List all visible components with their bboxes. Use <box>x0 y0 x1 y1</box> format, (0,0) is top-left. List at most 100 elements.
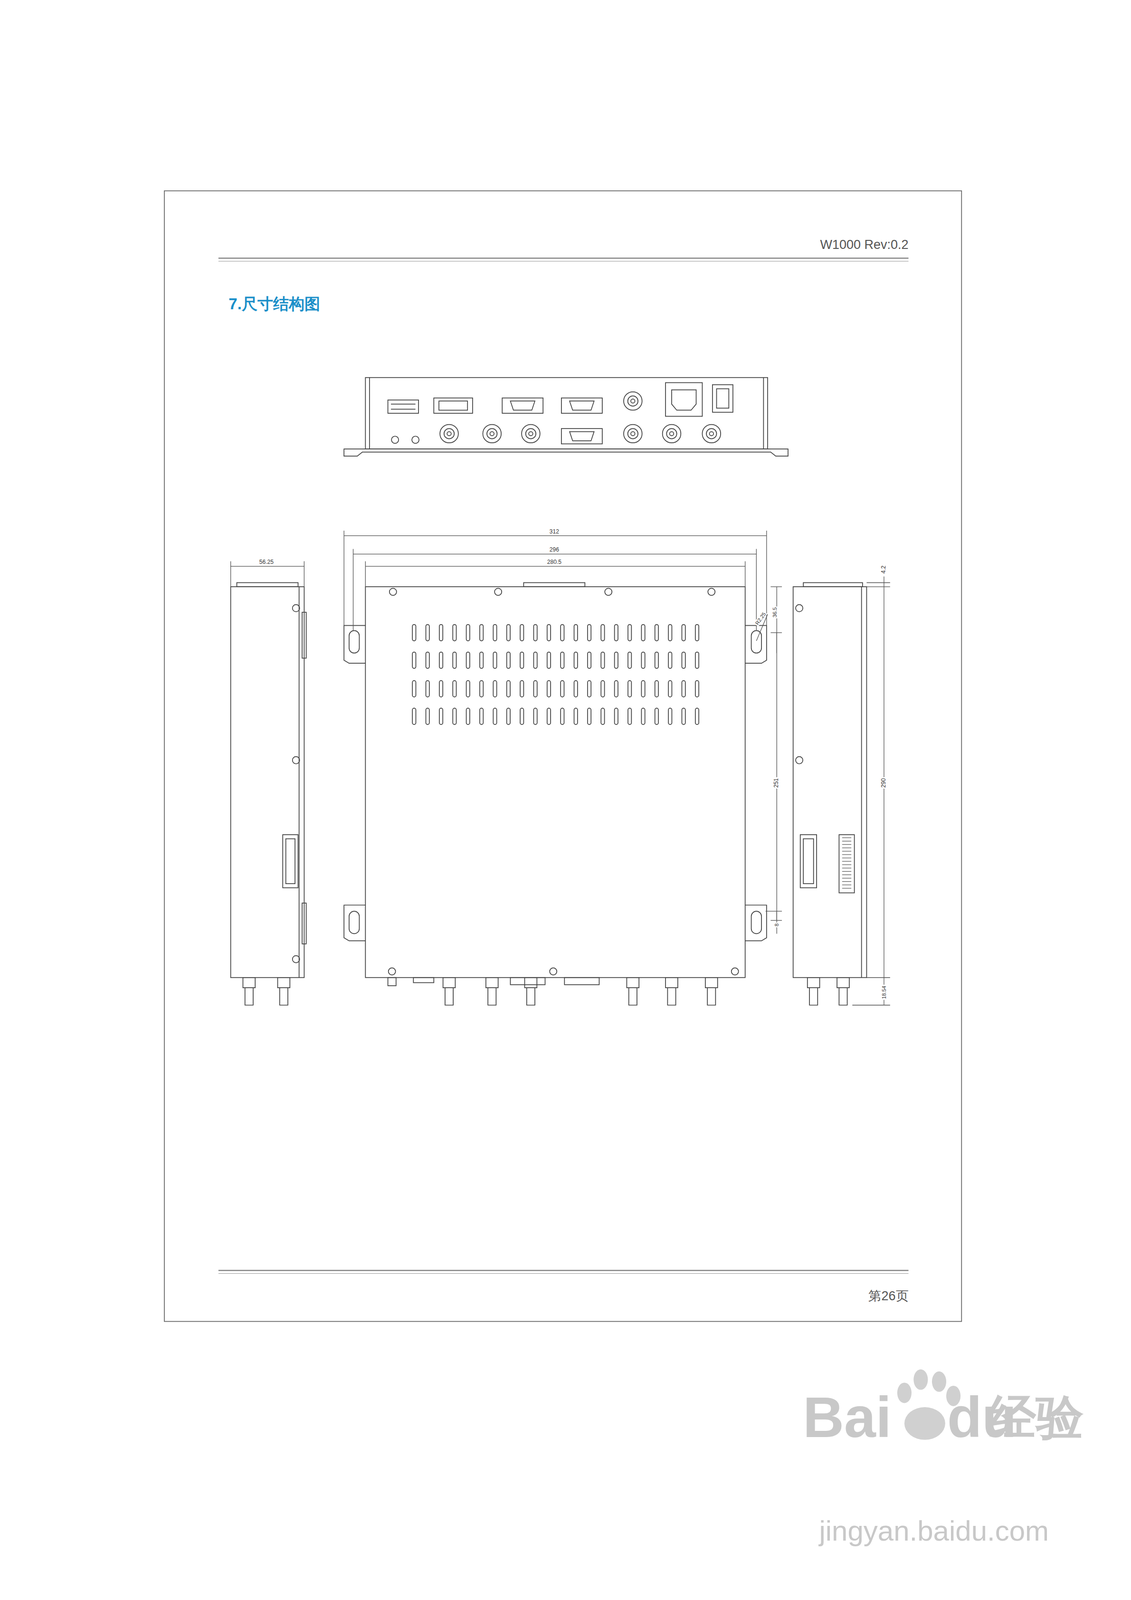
vent-slot <box>439 680 443 697</box>
scale-tick <box>842 847 852 848</box>
vent-slot <box>641 652 645 669</box>
vent-slot <box>479 680 484 697</box>
vent-slot <box>600 680 605 697</box>
scale-tick <box>842 877 852 879</box>
vent-slot <box>520 708 524 725</box>
vent-slot <box>614 680 618 697</box>
vent-slot <box>668 708 672 725</box>
page-number: 第26页 <box>868 1289 909 1304</box>
vent-slot <box>520 652 524 669</box>
vent-slot <box>547 708 551 725</box>
vent-slot <box>587 680 591 697</box>
vent-slot <box>627 708 632 725</box>
dimension: 18.54 <box>881 984 887 1000</box>
vent-slot <box>466 652 470 669</box>
vent-slot <box>574 652 578 669</box>
vent-slot <box>560 652 564 669</box>
vent-slot <box>452 624 457 641</box>
scale-tick <box>842 881 852 882</box>
vent-slot <box>426 652 430 669</box>
vent-slot <box>412 652 416 669</box>
vent-slot <box>506 624 511 641</box>
vent-slot <box>668 680 672 697</box>
scale-tick <box>842 861 852 862</box>
vent-slot <box>506 680 511 697</box>
vent-slot <box>533 652 537 669</box>
scale-tick <box>842 837 852 838</box>
vent-slot <box>520 624 524 641</box>
vent-slot <box>426 624 430 641</box>
vent-slot <box>574 624 578 641</box>
scale-tick <box>842 854 852 855</box>
vent-slot <box>695 708 699 725</box>
vent-slot <box>466 680 470 697</box>
scale-tick <box>842 871 852 872</box>
dimension: 36.5 <box>771 606 778 619</box>
vent-slot <box>574 680 578 697</box>
vent-slot <box>600 624 605 641</box>
vent-slot <box>533 708 537 725</box>
vent-slot <box>668 652 672 669</box>
vent-slot <box>641 680 645 697</box>
vent-slot <box>426 680 430 697</box>
dimension: 280.5 <box>546 559 563 566</box>
vent-slot <box>587 652 591 669</box>
vent-slot <box>479 708 484 725</box>
dimension: 56.25 <box>258 559 275 566</box>
vent-slot <box>452 652 457 669</box>
vent-slot <box>668 624 672 641</box>
scale-tick <box>842 867 852 869</box>
vent-slot <box>506 652 511 669</box>
vent-slot <box>533 624 537 641</box>
dimension: R2.25 <box>753 610 768 627</box>
scale-tick <box>842 840 852 842</box>
vent-slot <box>587 624 591 641</box>
scale-tick <box>842 884 852 885</box>
vent-slot <box>695 624 699 641</box>
vent-slot <box>439 652 443 669</box>
vent-slot <box>655 708 659 725</box>
vent-slot <box>547 652 551 669</box>
vent-slot <box>681 708 685 725</box>
vent-slot <box>493 708 497 725</box>
vent-slot <box>520 680 524 697</box>
vent-slot <box>412 708 416 725</box>
section-title: 7.尺寸结构图 <box>228 295 321 313</box>
vent-slot <box>681 680 685 697</box>
scale-tick <box>842 850 852 852</box>
vent-slot <box>493 624 497 641</box>
header-text: W1000 Rev:0.2 <box>819 237 909 253</box>
vent-slot <box>493 652 497 669</box>
vent-slot <box>695 680 699 697</box>
vent-slot <box>452 680 457 697</box>
vent-slot <box>655 624 659 641</box>
vent-slot <box>479 652 484 669</box>
dimension: 4.2 <box>880 564 887 575</box>
scale-tick <box>842 874 852 875</box>
vent-slot <box>560 624 564 641</box>
dimension: 8 <box>773 922 780 928</box>
vent-slot <box>412 680 416 697</box>
vent-slot <box>641 708 645 725</box>
vent-slot <box>681 624 685 641</box>
vent-slot <box>600 708 605 725</box>
vent-slot <box>614 624 618 641</box>
vent-slot <box>600 652 605 669</box>
vent-slot <box>506 708 511 725</box>
scale-tick <box>842 864 852 865</box>
dimension: 251 <box>773 777 780 789</box>
vent-slot <box>587 708 591 725</box>
dimension: 290 <box>880 777 887 789</box>
vent-slot <box>614 652 618 669</box>
vent-slot <box>547 680 551 697</box>
vent-slot <box>439 708 443 725</box>
vent-slot <box>493 680 497 697</box>
vent-slot <box>466 624 470 641</box>
vent-slot <box>439 624 443 641</box>
vent-slot <box>627 624 632 641</box>
vent-slot <box>627 680 632 697</box>
vent-slot <box>560 680 564 697</box>
vent-slot <box>641 624 645 641</box>
vent-slot <box>655 680 659 697</box>
